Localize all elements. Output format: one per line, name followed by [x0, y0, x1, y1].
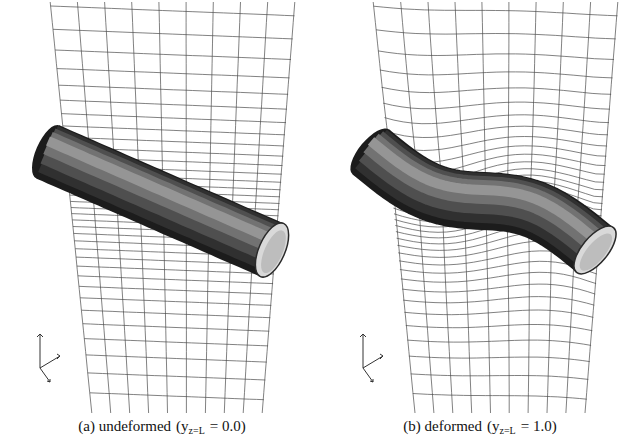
mesh-line: [376, 30, 616, 39]
mesh-line: [382, 87, 612, 94]
axis-triad: [360, 334, 383, 382]
mesh-line: [90, 393, 264, 400]
caption-text: (y: [487, 418, 500, 434]
mesh-line: [411, 374, 589, 380]
subscript-text: z=L: [189, 425, 205, 436]
pipe-interior: [256, 227, 291, 276]
mesh-line: [79, 286, 272, 294]
mesh-line: [86, 355, 267, 362]
mesh-line: [407, 340, 591, 345]
axis-lines: [40, 334, 60, 382]
mesh-line: [59, 85, 289, 94]
caption-text: (a) undeformed: [78, 418, 171, 434]
mesh-line: [404, 310, 593, 317]
mesh-line: [83, 324, 269, 332]
mesh-line: [383, 102, 610, 109]
pipe-shading: [371, 141, 595, 239]
mesh-line: [51, 6, 295, 16]
mesh-line: [401, 272, 596, 283]
pipe-opening: [566, 219, 623, 280]
mesh-line: [78, 276, 273, 284]
subscript-text: z=L: [500, 425, 516, 436]
mesh-line: [55, 50, 291, 60]
pipe-opening: [248, 218, 295, 282]
axis-ticks: [37, 334, 60, 382]
mesh-line: [406, 325, 593, 331]
caption-text: = 0.0): [210, 418, 246, 434]
pipe: [343, 122, 623, 281]
mesh-line: [403, 297, 594, 306]
caption: (a) undeformed (yz=L = 0.0): [12, 418, 312, 436]
pipe-shading: [48, 141, 272, 239]
caption: (b) deformed (yz=L = 1.0): [330, 418, 625, 436]
axis-ticks: [360, 334, 383, 382]
mesh-line: [385, 115, 610, 124]
mesh-line: [386, 126, 608, 137]
mesh-line: [413, 394, 587, 400]
mesh-line: [262, 2, 295, 413]
mesh-line: [374, 6, 618, 16]
mesh-line: [409, 356, 590, 362]
mesh-line: [88, 373, 266, 380]
mesh-line: [57, 69, 290, 78]
mesh-line: [53, 29, 293, 39]
mesh-line: [378, 51, 614, 60]
mesh-line: [60, 100, 287, 109]
caption-text: (b) deformed: [403, 418, 482, 434]
mesh-line: [84, 339, 268, 346]
pipe-interior: [574, 229, 617, 276]
pipe: [25, 121, 295, 282]
undeformed-panel: [25, 2, 295, 413]
mesh-line: [81, 310, 270, 318]
mesh-line: [62, 114, 287, 123]
axis-lines: [363, 334, 383, 382]
mesh-line: [80, 298, 271, 306]
caption-text: (y: [176, 418, 189, 434]
axis-triad: [37, 334, 60, 382]
mesh-line: [63, 126, 285, 135]
caption-text: = 1.0): [521, 418, 557, 434]
mesh-line: [380, 70, 613, 78]
mesh-line: [402, 284, 595, 294]
deformed-panel: [343, 2, 623, 413]
